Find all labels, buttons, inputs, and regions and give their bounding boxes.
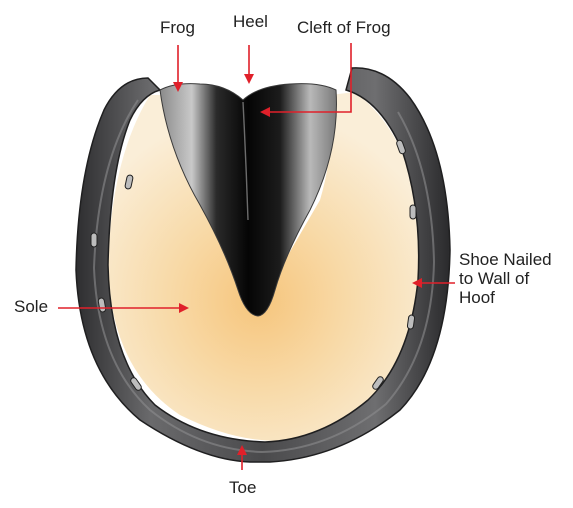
sole-label: Sole — [14, 297, 48, 316]
shoe-nailed-line-2: to Wall of — [459, 269, 552, 288]
toe-label: Toe — [229, 478, 256, 497]
shoe-nailed-label: Shoe Nailed to Wall of Hoof — [459, 250, 552, 307]
cleft-of-frog-label: Cleft of Frog — [297, 18, 391, 37]
shoe-nailed-line-3: Hoof — [459, 288, 552, 307]
shoe-nailed-line-1: Shoe Nailed — [459, 250, 552, 269]
heel-label: Heel — [233, 12, 268, 31]
frog-label: Frog — [160, 18, 195, 37]
